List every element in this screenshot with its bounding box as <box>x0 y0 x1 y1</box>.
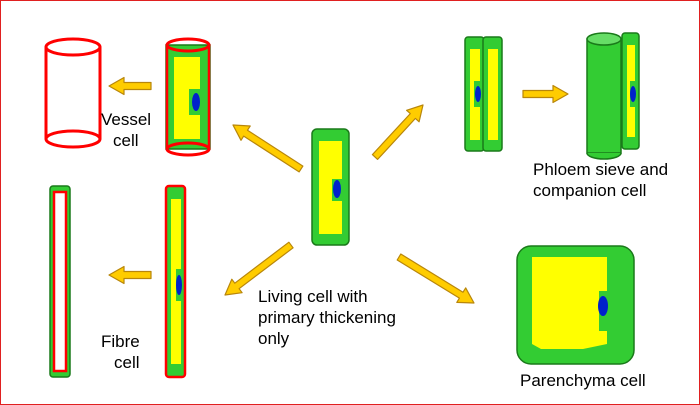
arrow-fibre-precursor-to-fibre <box>108 265 152 285</box>
vessel-label: Vessel cell <box>101 109 151 151</box>
phloem-label: Phloem sieve and companion cell <box>533 159 668 201</box>
parenchyma-label-line: Parenchyma cell <box>520 371 646 390</box>
arrows-group <box>108 76 569 304</box>
fibre-label-line-1: Fibre <box>101 332 140 351</box>
phloem-sieve-and-companion <box>586 32 640 160</box>
arrow-to-parenchyma <box>396 253 475 304</box>
sieve-tube <box>586 38 622 154</box>
vessel-label-line-2: cell <box>113 131 139 150</box>
phloem-precursor-cells <box>464 36 503 152</box>
living-cell-label-line-3: only <box>258 329 290 348</box>
vessel-precursor-cell <box>165 37 211 157</box>
companion-cell-nucleus <box>630 86 636 102</box>
living-cell-label-line-1: Living cell with <box>258 287 368 306</box>
fibre-precursor-cell <box>164 184 187 379</box>
living-cell <box>311 128 350 246</box>
fibre-label-line-2: cell <box>114 353 140 372</box>
vessel-cell <box>44 37 102 149</box>
arrow-to-phloem-precursor <box>371 104 424 160</box>
fibre-precursor-nucleus <box>176 275 182 295</box>
living-cell-label-line-2: primary thickening <box>258 308 396 327</box>
phloem-label-line-2: companion cell <box>533 181 647 200</box>
vessel-precursor-nucleus <box>192 93 200 111</box>
fibre-cell <box>49 185 71 378</box>
parenchyma-nucleus <box>598 296 608 316</box>
parenchyma-label: Parenchyma cell <box>520 370 646 391</box>
arrow-to-fibre-precursor <box>224 241 294 296</box>
fibre-label: Fibre cell <box>101 331 140 373</box>
living-cell-nucleus <box>333 180 341 198</box>
arrow-vessel-precursor-to-vessel <box>108 76 152 96</box>
living-cell-label: Living cell with primary thickening only <box>258 286 396 349</box>
arrow-to-vessel-precursor <box>232 124 304 173</box>
arrow-phloem-precursor-to-sieve <box>522 84 569 104</box>
living-cell-cytoplasm <box>319 141 342 234</box>
vessel-label-line-1: Vessel <box>101 110 152 129</box>
phloem-label-line-1: Phloem sieve and <box>533 160 669 179</box>
parenchyma-cell <box>516 245 635 365</box>
